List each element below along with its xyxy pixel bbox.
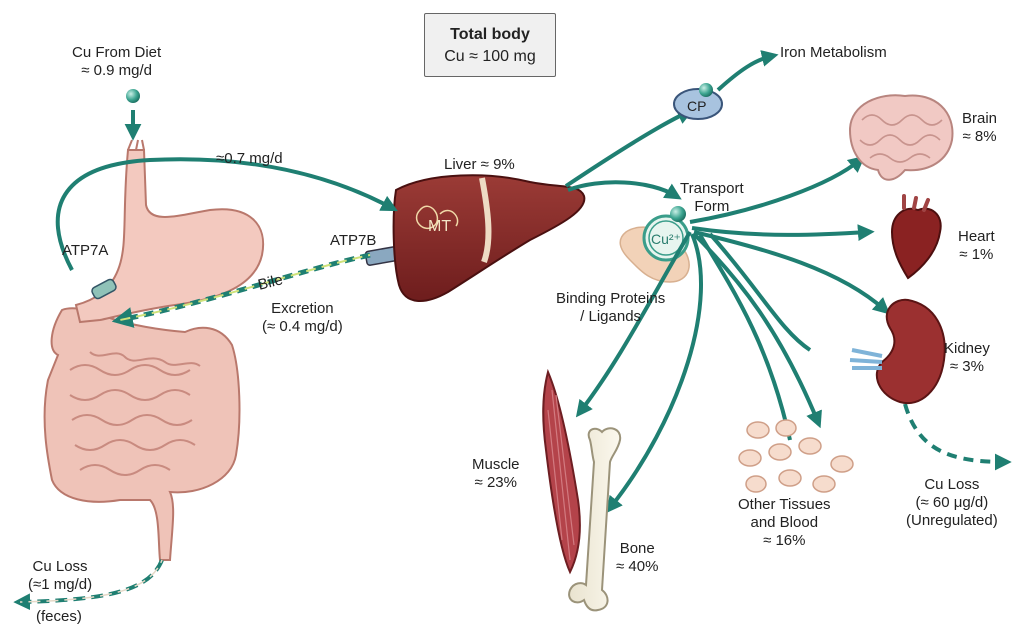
brain-percent: ≈ 8%	[962, 128, 997, 146]
excretion-label: Excretion (≈ 0.4 mg/d)	[262, 300, 343, 336]
diet-label: Cu From Diet ≈ 0.9 mg/d	[72, 44, 161, 80]
heart-label: Heart ≈ 1%	[958, 228, 995, 264]
liver-illustration	[394, 175, 585, 301]
other-tissues-label: Other Tissues and Blood ≈ 16%	[738, 496, 831, 550]
other-tissues-subtitle: and Blood	[738, 514, 831, 532]
binding-subtitle: / Ligands	[556, 308, 665, 326]
kidney-loss-arrow	[905, 404, 1005, 462]
atp7b-label: ATP7B	[330, 232, 376, 250]
total-body-title: Total body	[425, 26, 555, 44]
liver-to-cp-arrow	[566, 112, 688, 186]
total-body-box: Total body Cu ≈ 100 mg	[424, 13, 556, 77]
cu-loss-right-note: (Unregulated)	[906, 512, 998, 530]
cu-loss-right-label: Cu Loss (≈ 60 μg/d) (Unregulated)	[906, 476, 998, 530]
kidney-illustration	[850, 300, 945, 403]
transport-subtitle: Form	[680, 198, 744, 216]
bone-percent: ≈ 40%	[616, 558, 658, 576]
heart-name: Heart	[958, 228, 995, 246]
muscle-label: Muscle ≈ 23%	[472, 456, 520, 492]
other-tissues-percent: ≈ 16%	[738, 532, 831, 550]
bone-name: Bone	[616, 540, 658, 558]
muscle-percent: ≈ 23%	[472, 474, 520, 492]
binding-title: Binding Proteins	[556, 290, 665, 308]
liver-label: Liver ≈ 9%	[444, 156, 515, 174]
iron-metabolism-label: Iron Metabolism	[780, 44, 887, 62]
total-body-value: Cu ≈ 100 mg	[425, 48, 555, 66]
muscle-name: Muscle	[472, 456, 520, 474]
cu-loss-left-value: (≈1 mg/d)	[28, 576, 92, 594]
cu-loss-left-label: Cu Loss (≈1 mg/d)	[28, 558, 92, 594]
kidney-label: Kidney ≈ 3%	[944, 340, 990, 376]
cp-to-iron-arrow	[718, 56, 772, 90]
absorbed-label: ≈0.7 mg/d	[216, 150, 283, 168]
bone-label: Bone ≈ 40%	[616, 540, 658, 576]
cu-loss-right-title: Cu Loss	[906, 476, 998, 494]
diet-copper-ball	[126, 89, 140, 103]
cu-ion-label: Cu²⁺	[651, 230, 681, 248]
heart-percent: ≈ 1%	[958, 246, 995, 264]
brain-illustration	[850, 95, 952, 180]
muscle-illustration	[543, 372, 580, 572]
other-tissue-cells	[739, 420, 853, 492]
cu-loss-left-title: Cu Loss	[28, 558, 92, 576]
kidney-name: Kidney	[944, 340, 990, 358]
cu-loss-right-value: (≈ 60 μg/d)	[906, 494, 998, 512]
intestine-illustration	[45, 308, 240, 560]
mt-label: MT	[428, 218, 451, 236]
feces-label: (feces)	[36, 608, 82, 626]
kidney-percent: ≈ 3%	[944, 358, 990, 376]
brain-name: Brain	[962, 110, 997, 128]
transport-title: Transport	[680, 180, 744, 198]
transport-label: Transport Form	[680, 180, 744, 216]
cp-label: CP	[687, 97, 706, 115]
brain-label: Brain ≈ 8%	[962, 110, 997, 146]
other-tissues-title: Other Tissues	[738, 496, 831, 514]
excretion-value: (≈ 0.4 mg/d)	[262, 318, 343, 336]
atp7a-label: ATP7A	[62, 242, 108, 260]
heart-illustration	[892, 196, 941, 278]
diet-value: ≈ 0.9 mg/d	[72, 62, 161, 80]
diet-title: Cu From Diet	[72, 44, 161, 62]
binding-proteins-label: Binding Proteins / Ligands	[556, 290, 665, 326]
excretion-title: Excretion	[262, 300, 343, 318]
